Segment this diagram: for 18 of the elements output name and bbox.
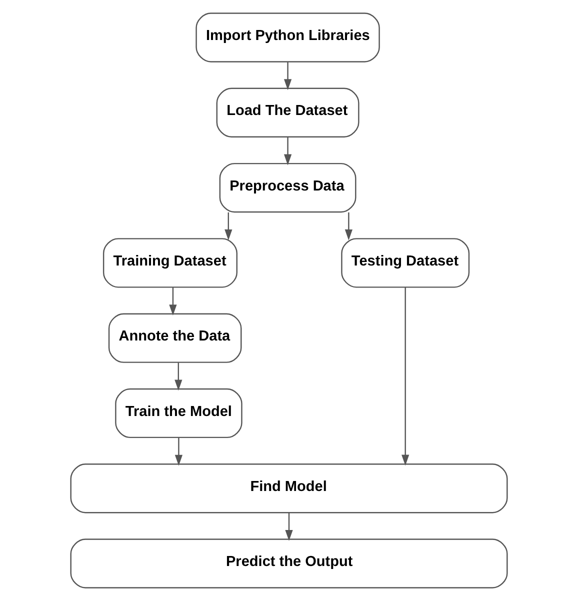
node-box: Testing Dataset (340, 238, 470, 288)
node-box: Import Python Libraries (195, 12, 380, 62)
arrow (283, 137, 292, 166)
arrow (168, 288, 176, 316)
node-box: Predict the Output (70, 538, 508, 588)
arrow (224, 212, 232, 240)
arrow (174, 438, 182, 466)
node-box: Preprocess Data (218, 162, 356, 213)
arrow (344, 212, 352, 240)
node-box: Annote the Data (108, 313, 242, 363)
arrow (401, 287, 409, 466)
node-box: Find Model (70, 464, 508, 514)
node-box: Training Dataset (102, 238, 237, 288)
node-box: Load The Dataset (216, 88, 359, 138)
arrow (174, 362, 182, 391)
node-box: Train the Model (114, 388, 242, 438)
arrow (284, 512, 292, 541)
arrow (283, 62, 292, 90)
